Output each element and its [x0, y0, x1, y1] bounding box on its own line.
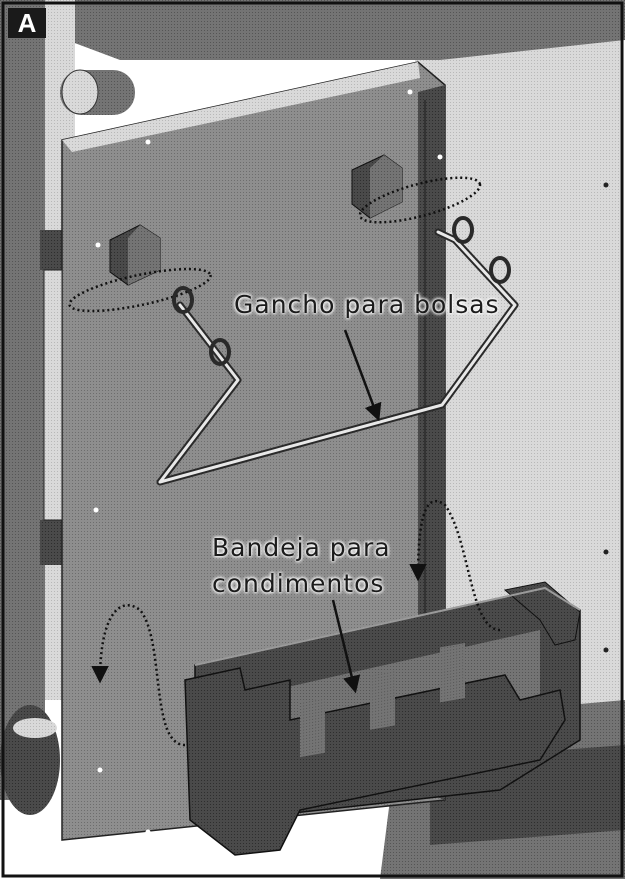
condiment-tray-label-line2: condimentos: [212, 569, 384, 598]
panel-label: A: [8, 8, 46, 38]
condiment-tray-label-line1: Bandeja para: [212, 533, 391, 562]
door-hinge-edge: [44, 270, 62, 520]
bag-hook-label: Gancho para bolsas: [234, 290, 500, 319]
